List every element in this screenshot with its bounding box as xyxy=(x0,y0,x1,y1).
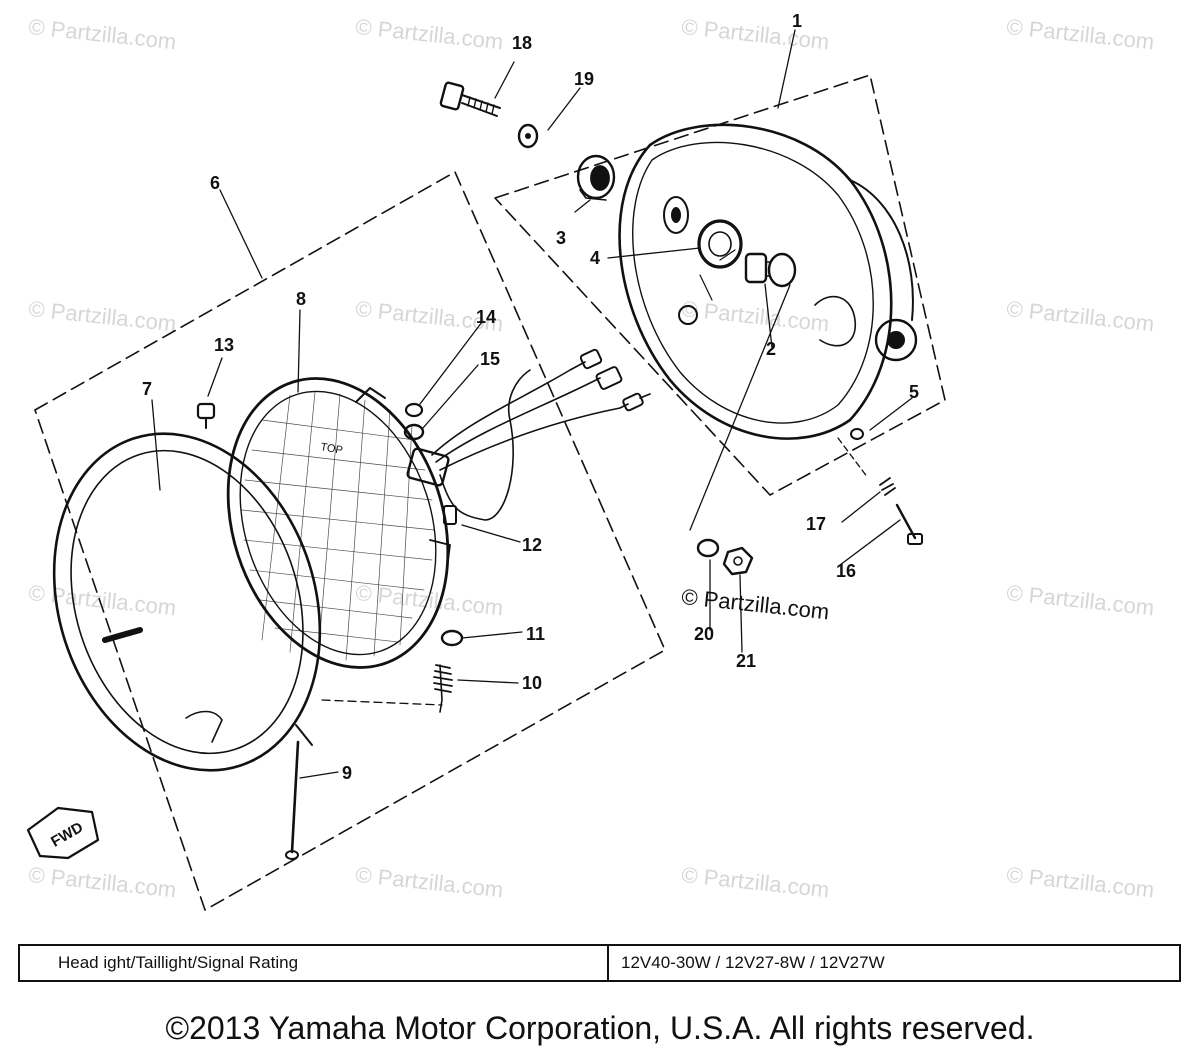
screw-9 xyxy=(285,740,300,860)
washer-20 xyxy=(696,538,720,558)
bulb-socket xyxy=(744,252,797,288)
rating-value: 12V40-30W / 12V27-8W / 12V27W xyxy=(621,953,885,972)
spring-10 xyxy=(433,664,453,713)
washer xyxy=(517,123,539,149)
headlight-body-shell xyxy=(618,123,918,440)
callout-14[interactable]: 14 xyxy=(476,307,497,327)
callout-20[interactable]: 20 xyxy=(694,624,715,644)
screw-16 xyxy=(895,503,923,545)
rim-ring xyxy=(52,432,322,772)
fwd-label: FWD xyxy=(48,819,86,851)
callout-8[interactable]: 8 xyxy=(296,289,307,309)
callout-7[interactable]: 7 xyxy=(142,379,153,399)
callout-4[interactable]: 4 xyxy=(590,248,601,268)
spring-17 xyxy=(879,477,896,496)
lens-marking: TOP xyxy=(319,441,343,457)
group-box-headlight-body xyxy=(494,74,946,496)
callout-1[interactable]: 1 xyxy=(792,11,803,31)
wiring-harness xyxy=(431,348,651,521)
grommet-ring xyxy=(697,219,743,269)
sealed-beam-unit xyxy=(226,377,451,669)
callout-3[interactable]: 3 xyxy=(556,228,567,248)
callout-10[interactable]: 10 xyxy=(522,673,543,693)
callout-17[interactable]: 17 xyxy=(806,514,827,534)
nut-21 xyxy=(722,546,754,576)
rating-label: Head ight/Taillight/Signal Rating xyxy=(20,946,609,980)
washer-15 xyxy=(403,423,425,441)
callout-21[interactable]: 21 xyxy=(736,651,757,671)
washer-11 xyxy=(440,629,464,647)
callout-16[interactable]: 16 xyxy=(836,561,857,581)
forward-arrow-symbol xyxy=(26,806,100,860)
callout-11[interactable]: 11 xyxy=(526,624,546,644)
bolt xyxy=(439,81,501,117)
callout-5[interactable]: 5 xyxy=(909,382,920,402)
callout-19[interactable]: 19 xyxy=(574,69,595,89)
washer-14 xyxy=(404,402,424,418)
copyright-notice: ©2013 Yamaha Motor Corporation, U.S.A. A… xyxy=(165,1010,1035,1046)
callout-18[interactable]: 18 xyxy=(512,33,533,53)
rating-table: Head ight/Taillight/Signal Rating 12V40-… xyxy=(18,944,1181,982)
headlight-exploded-diagram: FWD TOP xyxy=(26,29,946,911)
callout-13[interactable]: 13 xyxy=(214,335,235,355)
callout-2[interactable]: 2 xyxy=(766,339,777,359)
leader-lines xyxy=(151,29,913,779)
callout-6[interactable]: 6 xyxy=(210,173,221,193)
callout-15[interactable]: 15 xyxy=(480,349,501,369)
callout-9[interactable]: 9 xyxy=(342,763,353,783)
grommet xyxy=(576,154,616,201)
group-box-headlight-unit xyxy=(34,171,666,911)
nut-5 xyxy=(850,428,864,440)
wire-connector xyxy=(406,447,457,525)
callout-12[interactable]: 12 xyxy=(522,535,543,555)
nut-13 xyxy=(196,402,216,429)
